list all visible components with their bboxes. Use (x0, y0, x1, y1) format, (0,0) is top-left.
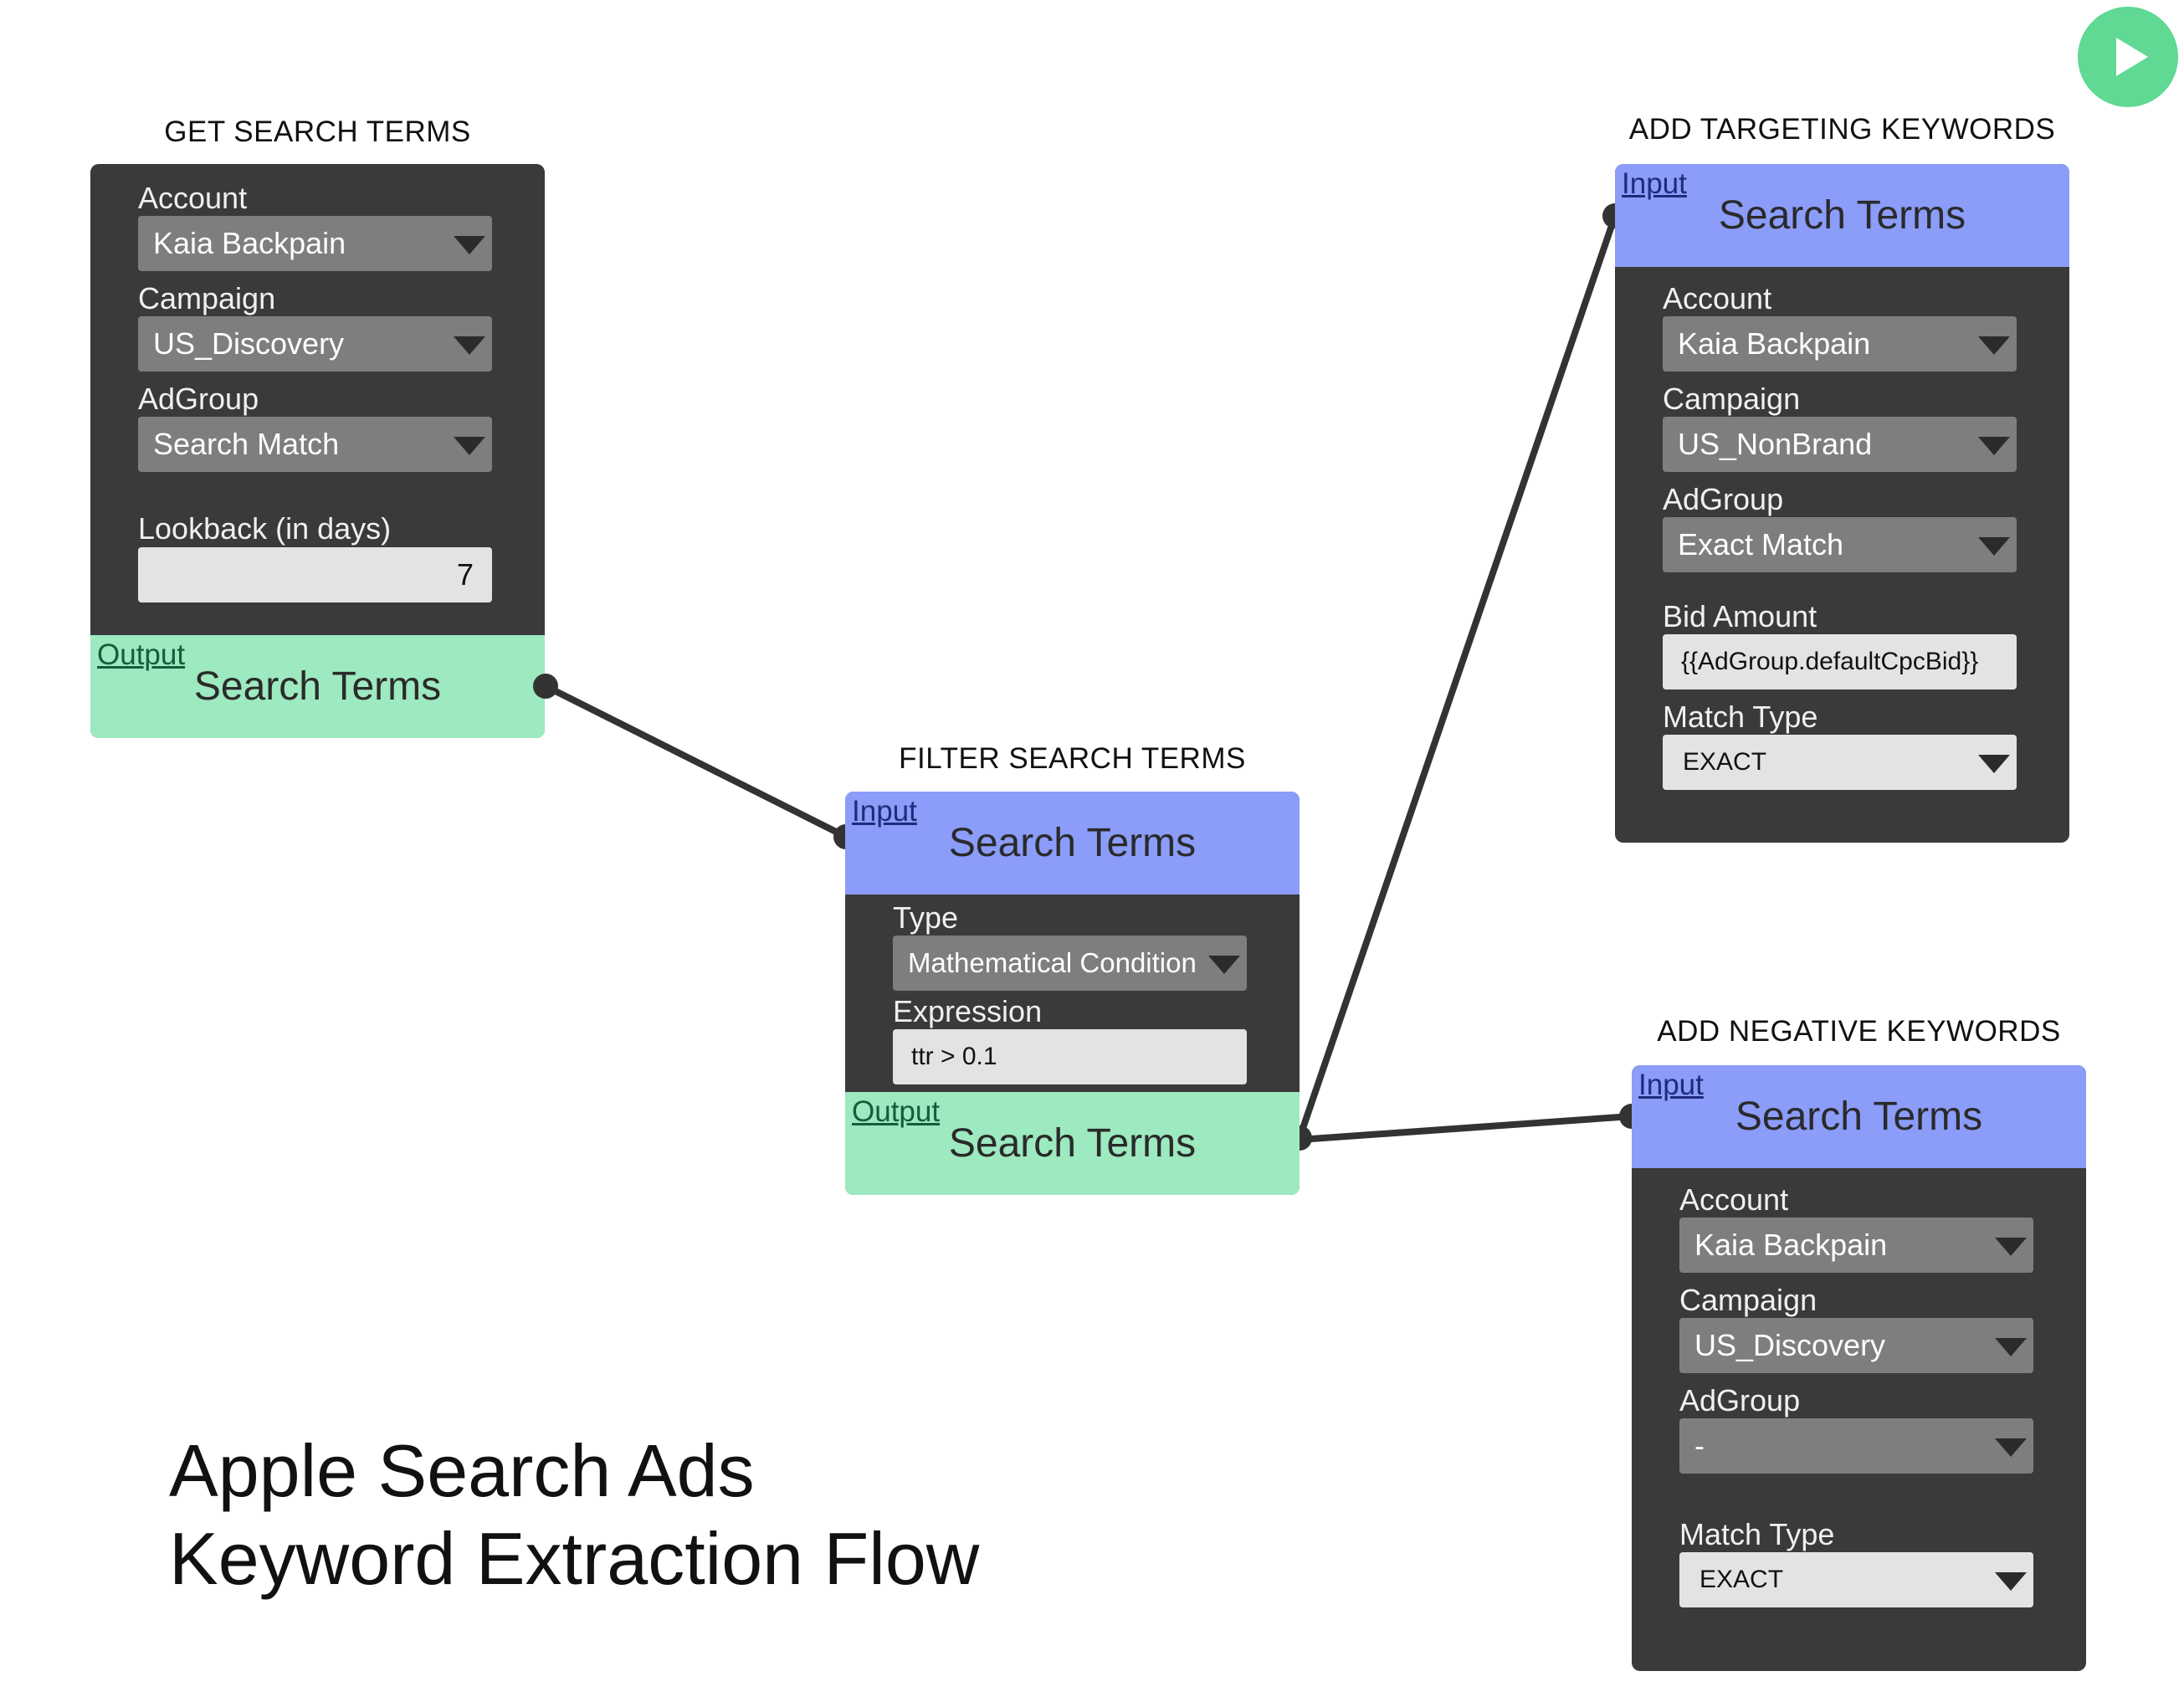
chevron-down-icon (1995, 1438, 2027, 1457)
output-label: Output (852, 1095, 941, 1128)
match-type-select[interactable]: EXACT (1679, 1552, 2033, 1607)
output-label: Output (97, 638, 186, 671)
account-value: Kaia Backpain (153, 226, 346, 260)
type-label: Type (893, 900, 959, 935)
type-select[interactable]: Mathematical Condition (893, 936, 1247, 991)
adgroup-value: Exact Match (1678, 527, 1844, 561)
campaign-select[interactable]: US_Discovery (138, 316, 492, 372)
account-label: Account (138, 181, 248, 215)
chevron-down-icon (1995, 1572, 2027, 1591)
adgroup-select[interactable]: Exact Match (1663, 517, 2017, 572)
campaign-value: US_Discovery (1694, 1328, 1886, 1362)
adgroup-value: - (1694, 1428, 1705, 1463)
adgroup-select[interactable]: - (1679, 1418, 2033, 1474)
adgroup-value: Search Match (153, 427, 340, 461)
wire-filter-to-targeting (1296, 214, 1618, 1140)
output-port[interactable]: Output Search Terms (90, 635, 545, 738)
run-flow-button[interactable] (2078, 7, 2178, 107)
campaign-label: Campaign (138, 281, 276, 315)
campaign-select[interactable]: US_Discovery (1679, 1318, 2033, 1373)
lookback-label: Lookback (in days) (138, 511, 392, 546)
node-add-negative-keywords[interactable]: Input Search Terms Account Kaia Backpain… (1632, 1065, 2086, 1671)
node-title-get-search-terms: GET SEARCH TERMS (164, 115, 471, 148)
output-port[interactable]: Output Search Terms (845, 1092, 1300, 1195)
wire-filter-to-negative (1299, 1113, 1633, 1143)
account-select[interactable]: Kaia Backpain (138, 216, 492, 271)
chevron-down-icon (1995, 1338, 2027, 1356)
match-type-label: Match Type (1663, 700, 1818, 734)
account-value: Kaia Backpain (1694, 1228, 1888, 1262)
input-title: Search Terms (1718, 193, 1966, 238)
campaign-label: Campaign (1663, 382, 1801, 416)
adgroup-select[interactable]: Search Match (138, 417, 492, 472)
match-type-label: Match Type (1679, 1517, 1835, 1551)
bid-amount-label: Bid Amount (1663, 599, 1817, 633)
chevron-down-icon (1978, 755, 2010, 773)
expression-label: Expression (893, 994, 1043, 1028)
page-title-line-1: Apple Search Ads (169, 1429, 755, 1512)
account-label: Account (1679, 1182, 1789, 1217)
node-add-targeting-keywords[interactable]: Input Search Terms Account Kaia Backpain… (1615, 164, 2069, 843)
campaign-select[interactable]: US_NonBrand (1663, 417, 2017, 472)
adgroup-label: AdGroup (1679, 1383, 1801, 1417)
adgroup-label: AdGroup (138, 382, 259, 416)
match-type-value: EXACT (1700, 1566, 1784, 1593)
node-get-search-terms[interactable]: Account Kaia Backpain Campaign US_Discov… (90, 164, 545, 738)
match-type-value: EXACT (1683, 748, 1767, 776)
play-icon (2116, 38, 2148, 76)
chevron-down-icon (1208, 956, 1240, 974)
chevron-down-icon (454, 236, 485, 254)
input-port[interactable]: Input Search Terms (1632, 1065, 2086, 1168)
input-label: Input (1638, 1069, 1704, 1101)
account-select[interactable]: Kaia Backpain (1679, 1218, 2033, 1273)
chevron-down-icon (454, 336, 485, 355)
bid-amount-input[interactable]: {{AdGroup.defaultCpcBid}} (1663, 634, 2017, 690)
chevron-down-icon (1995, 1238, 2027, 1256)
page-title-line-2: Keyword Extraction Flow (169, 1517, 980, 1600)
output-title: Search Terms (193, 664, 442, 709)
wire-get-to-filter (544, 683, 848, 840)
node-title-add-targeting-keywords: ADD TARGETING KEYWORDS (1628, 113, 2056, 146)
adgroup-label: AdGroup (1663, 482, 1784, 516)
node-title-filter-search-terms: FILTER SEARCH TERMS (899, 742, 1246, 775)
input-title: Search Terms (948, 821, 1197, 865)
lookback-input[interactable]: 7 (138, 547, 492, 602)
expression-input[interactable]: ttr > 0.1 (893, 1029, 1247, 1084)
campaign-value: US_Discovery (153, 326, 345, 361)
account-label: Account (1663, 281, 1772, 315)
page-title: Apple Search Ads Keyword Extraction Flow (169, 1427, 979, 1602)
match-type-select[interactable]: EXACT (1663, 735, 2017, 790)
chevron-down-icon (1978, 336, 2010, 355)
input-port[interactable]: Input Search Terms (845, 792, 1300, 895)
node-filter-search-terms[interactable]: Input Search Terms Type Mathematical Con… (845, 792, 1300, 1195)
node-title-add-negative-keywords: ADD NEGATIVE KEYWORDS (1657, 1015, 2061, 1048)
account-select[interactable]: Kaia Backpain (1663, 316, 2017, 372)
campaign-label: Campaign (1679, 1283, 1817, 1317)
account-value: Kaia Backpain (1678, 326, 1871, 361)
output-title: Search Terms (948, 1121, 1197, 1166)
campaign-value: US_NonBrand (1678, 427, 1873, 461)
input-port[interactable]: Input Search Terms (1615, 164, 2069, 267)
chevron-down-icon (1978, 537, 2010, 556)
chevron-down-icon (454, 437, 485, 455)
input-title: Search Terms (1735, 1095, 1983, 1139)
chevron-down-icon (1978, 437, 2010, 455)
input-label: Input (1622, 167, 1687, 200)
input-label: Input (852, 795, 917, 828)
type-value: Mathematical Condition (908, 947, 1197, 978)
